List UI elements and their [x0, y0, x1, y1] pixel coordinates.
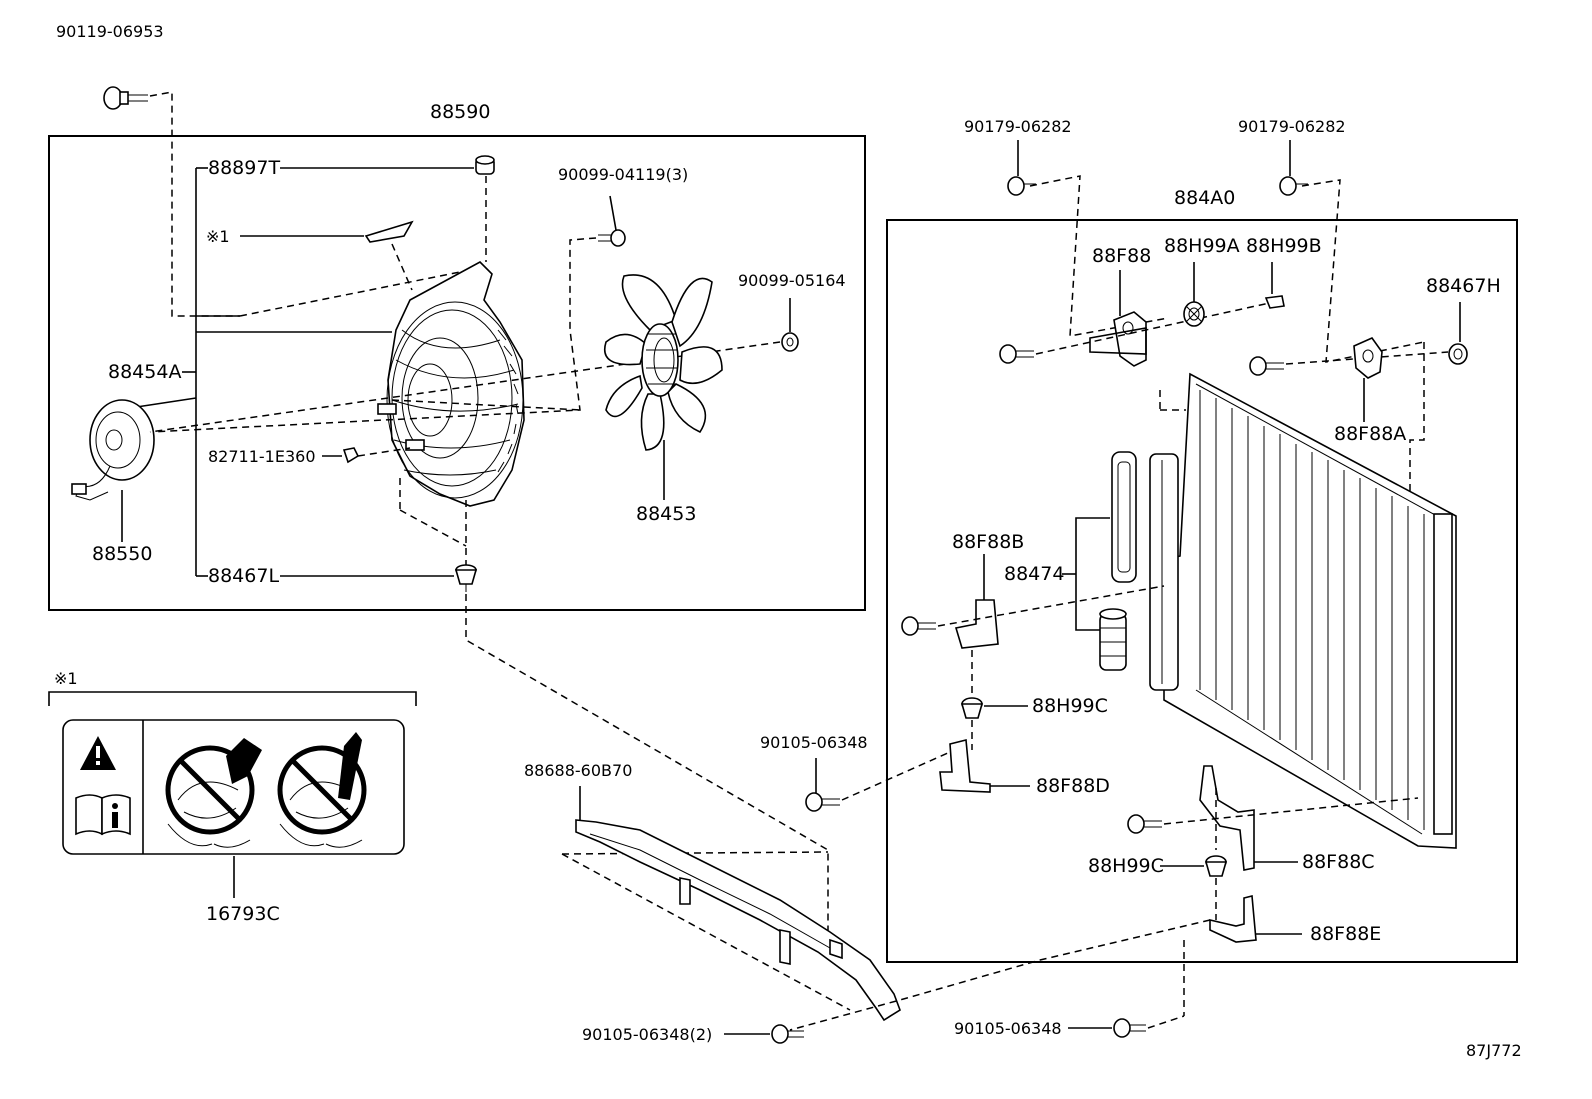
label-note1-ref: ※1	[206, 227, 230, 246]
condenser-assembly-box	[886, 219, 1518, 963]
label-88H99C-top: 88H99C	[1032, 695, 1108, 717]
cap-88897T	[475, 155, 495, 175]
label-88F88C: 88F88C	[1302, 851, 1375, 873]
label-884A0: 884A0	[1174, 187, 1235, 209]
label-90105-06348-bottom: 90105-06348	[954, 1019, 1062, 1038]
support-rail-88688-60B70	[575, 819, 901, 1022]
no-tool-in-fan-icon	[277, 732, 367, 848]
bolt-88F88C	[1127, 814, 1162, 834]
label-88550: 88550	[92, 543, 152, 565]
screw-90099-04119	[598, 229, 626, 247]
diagram-code: 87J772	[1466, 1041, 1522, 1060]
grommet-88H99A	[1183, 301, 1205, 327]
grommet-88H99B	[1264, 295, 1285, 309]
no-hand-in-fan-icon	[165, 738, 262, 848]
note1-bracket	[48, 691, 417, 706]
bracket-88F88	[1089, 311, 1147, 367]
caution-label-sticker	[364, 220, 414, 243]
bolt-90179-06282-left	[1007, 176, 1036, 196]
manual-info-icon	[75, 794, 131, 836]
label-88F88D: 88F88D	[1036, 775, 1110, 797]
bolt-88F88	[999, 344, 1034, 364]
bolt-90179-06282-right	[1279, 176, 1308, 196]
label-88F88A: 88F88A	[1334, 423, 1406, 445]
label-88897T: 88897T	[208, 157, 280, 179]
label-88F88B: 88F88B	[952, 531, 1024, 553]
bolt-90105-06348-mid	[805, 792, 840, 812]
clip-82711-1E360	[342, 447, 360, 464]
fan-shroud-88454A	[377, 261, 525, 507]
label-88590: 88590	[430, 101, 490, 123]
bolt-90119-06953	[103, 86, 148, 110]
bracket-88F88A	[1353, 337, 1383, 379]
label-88467L: 88467L	[208, 565, 279, 587]
label-note1-title: ※1	[54, 669, 78, 688]
fan-assembly-box	[48, 135, 866, 611]
label-88F88E: 88F88E	[1310, 923, 1381, 945]
label-90099-04119: 90099-04119(3)	[558, 165, 688, 184]
label-90119-06953: 90119-06953	[56, 22, 164, 41]
label-90179-06282-right: 90179-06282	[1238, 117, 1346, 136]
label-88H99B: 88H99B	[1246, 235, 1322, 257]
label-88F88: 88F88	[1092, 245, 1151, 267]
label-16793C: 16793C	[206, 903, 280, 925]
bolt-88F88A	[1249, 356, 1284, 376]
fan-motor-88550	[71, 399, 155, 501]
grommet-88467H	[1448, 343, 1468, 365]
nut-90099-05164	[781, 332, 799, 352]
fan-blade-88453	[603, 274, 723, 451]
label-88688-60B70: 88688-60B70	[524, 761, 632, 780]
bracket-88F88E	[1209, 894, 1257, 943]
caution-label-panel	[62, 719, 405, 855]
grommet-88H99C-bottom	[1204, 855, 1228, 877]
label-90105-06348-2: 90105-06348(2)	[582, 1025, 712, 1044]
label-88474: 88474	[1004, 563, 1064, 585]
grommet-88467L	[454, 564, 478, 592]
warning-triangle-icon	[80, 736, 116, 770]
bolt-90105-06348-bottom	[1113, 1018, 1146, 1038]
bracket-88F88B	[954, 599, 999, 649]
label-88H99A: 88H99A	[1164, 235, 1240, 257]
label-88H99C-bottom: 88H99C	[1088, 855, 1164, 877]
label-90105-06348-mid: 90105-06348	[760, 733, 868, 752]
label-88467H: 88467H	[1426, 275, 1501, 297]
bracket-88F88D	[939, 738, 991, 793]
label-82711-1E360: 82711-1E360	[208, 447, 316, 466]
filter-88474	[1099, 608, 1127, 671]
condenser-core	[1149, 372, 1457, 849]
label-90099-05164: 90099-05164	[738, 271, 846, 290]
label-88454A: 88454A	[108, 361, 181, 383]
label-90179-06282-left: 90179-06282	[964, 117, 1072, 136]
bolt-90105-06348-2	[771, 1024, 804, 1044]
bolt-88F88B	[901, 616, 936, 636]
label-88453: 88453	[636, 503, 696, 525]
receiver-88474	[1111, 451, 1137, 583]
grommet-88H99C-top	[960, 697, 984, 719]
